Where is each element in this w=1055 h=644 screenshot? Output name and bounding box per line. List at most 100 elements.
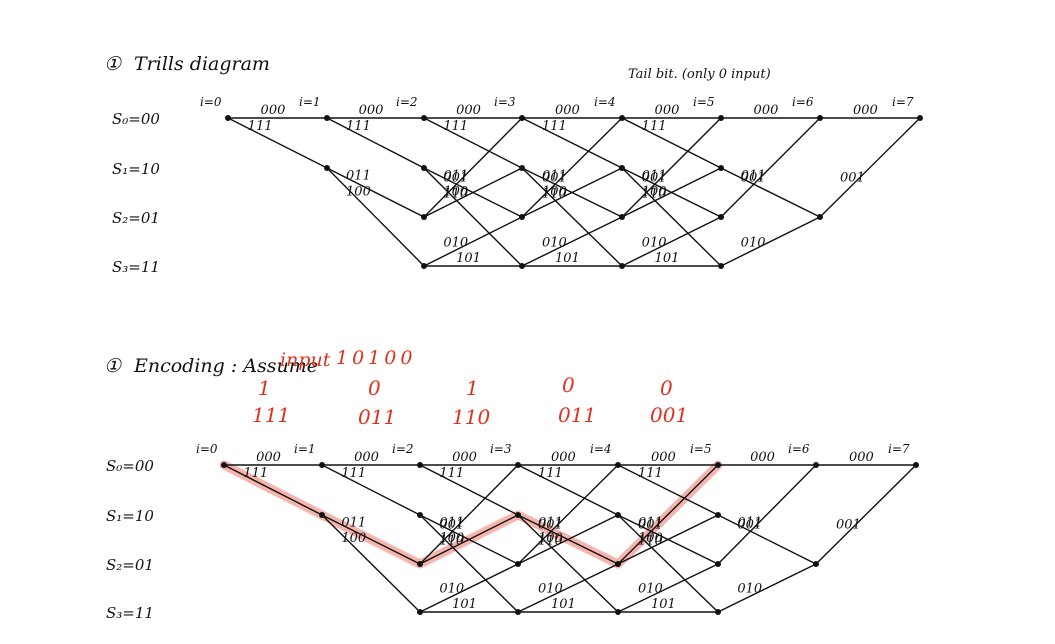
- trellis-edge: [617, 464, 719, 565]
- edge-label-s0_s1: 111: [538, 466, 563, 481]
- trellis-node: [619, 115, 625, 121]
- stage-label-1: i=1: [294, 442, 316, 456]
- edge-label-s3_s3: 101: [456, 251, 481, 266]
- input-bit-4: 0: [562, 373, 575, 397]
- trellis-node: [319, 462, 325, 468]
- stage-label-3: i=3: [494, 95, 516, 109]
- trellis-edge: [419, 514, 519, 613]
- trellis-edge: [517, 464, 619, 516]
- output-code-1: 111: [252, 403, 290, 427]
- section1-title: Trills diagram: [134, 53, 270, 75]
- trellis-edge: [517, 514, 619, 613]
- trellis-node: [417, 609, 423, 615]
- trellis-node: [917, 115, 923, 121]
- edge-label-s0_s1: 111: [542, 119, 567, 134]
- trellis-edge: [419, 464, 519, 516]
- edge-label-s1_s2: 011: [538, 516, 563, 531]
- edge-label-s2_s0: 001: [840, 170, 865, 185]
- edge-label-s0_s0: 000: [354, 450, 379, 465]
- edge-label-s1_s2: 011: [642, 169, 667, 184]
- trellis-node: [324, 165, 330, 171]
- edge-label-s1_s2: 011: [638, 516, 663, 531]
- trellis-edge: [517, 514, 619, 565]
- state-label-s0: S₀=00: [112, 110, 160, 128]
- trellis-edge: [419, 563, 519, 613]
- trellis-node: [619, 165, 625, 171]
- edge-label-s0_s0: 000: [456, 103, 481, 118]
- edge-label-s2_s0: 001: [638, 517, 663, 532]
- edge-label-s0_s1: 111: [638, 466, 663, 481]
- edge-label-s1_s3: 100: [346, 184, 371, 199]
- trellis-node: [715, 512, 721, 518]
- stage-label-3: i=3: [490, 442, 512, 456]
- edge-label-s0_s1: 111: [341, 466, 366, 481]
- trellis-edge: [223, 464, 323, 516]
- trellis-node: [319, 512, 325, 518]
- stage-label-7: i=7: [888, 442, 910, 456]
- edge-label-s1_s3: 100: [542, 184, 567, 199]
- trellis-node: [519, 115, 525, 121]
- stage-label-0: i=0: [196, 442, 218, 456]
- trellis-node: [619, 263, 625, 269]
- trellis-node: [515, 609, 521, 615]
- trellis-edge: [423, 216, 523, 267]
- state-label-s3: S₃=11: [106, 604, 154, 622]
- trellis-edge: [621, 216, 722, 267]
- trellis-node: [417, 512, 423, 518]
- trellis-node: [813, 561, 819, 567]
- edge-label-s2_s0: 001: [642, 170, 667, 185]
- output-code-2: 011: [358, 405, 396, 429]
- edge-label-s2_s1: 110: [542, 186, 567, 201]
- input-bit-1: 1: [258, 376, 271, 400]
- edge-label-s2_s1: 110: [439, 533, 464, 548]
- trellis-node: [718, 165, 724, 171]
- edge-label-s0_s0: 000: [256, 450, 281, 465]
- output-code-4: 011: [558, 403, 596, 427]
- edge-label-s2_s0: 001: [443, 170, 468, 185]
- trellis-edge: [521, 117, 623, 218]
- trellis-edge: [717, 464, 817, 565]
- stage-label-4: i=4: [590, 442, 612, 456]
- edge-label-s2_s0: 001: [836, 517, 861, 532]
- trellis-edge: [227, 117, 328, 169]
- trellis-node: [421, 165, 427, 171]
- trellis-edge: [621, 167, 722, 218]
- edge-label-s3_s2: 010: [443, 235, 468, 250]
- edge-label-s3_s2: 010: [542, 235, 567, 250]
- trellis-edge: [621, 117, 722, 169]
- trellis-edge: [419, 514, 519, 565]
- stage-label-4: i=4: [594, 95, 616, 109]
- encoding-annotations: 1 0 1 0 0 111 011 110 011 001: [252, 373, 688, 429]
- edge-label-s0_s0: 000: [750, 450, 775, 465]
- edge-label-s2_s0: 001: [542, 170, 567, 185]
- stage-label-5: i=5: [693, 95, 715, 109]
- trellis-edge: [521, 117, 623, 169]
- edge-label-s0_s0: 000: [555, 103, 580, 118]
- trellis-edge: [321, 464, 421, 516]
- edge-label-s1_s2: 011: [341, 516, 366, 531]
- input-bit-3: 1: [466, 376, 479, 400]
- trellis-edge: [326, 167, 425, 267]
- edge-label-s0_s1: 111: [642, 119, 667, 134]
- edge-label-s0_s1: 111: [443, 119, 468, 134]
- trellis-edge: [617, 464, 719, 516]
- edge-label-s0_s0: 000: [853, 103, 878, 118]
- input-bit-2: 0: [368, 376, 381, 400]
- section2-header: ① Encoding : Assume input 10100: [104, 347, 416, 377]
- edge-label-s0_s0: 000: [551, 450, 576, 465]
- trellis-node: [813, 462, 819, 468]
- trellis-node: [324, 115, 330, 121]
- state-label-s0: S₀=00: [106, 457, 154, 475]
- trellis-edge: [423, 167, 523, 267]
- stage-label-5: i=5: [690, 442, 712, 456]
- trellis-edge: [819, 117, 921, 218]
- trellis-edge: [517, 563, 619, 613]
- trellis-edge: [720, 117, 821, 218]
- trellis-edge: [720, 216, 821, 267]
- state-label-s2: S₂=01: [106, 556, 154, 574]
- edge-label-s0_s0: 000: [452, 450, 477, 465]
- trellis-edge: [521, 216, 623, 267]
- edge-label-s0_s1: 111: [439, 466, 464, 481]
- input-bits: 10100: [336, 347, 416, 369]
- trellis-node: [615, 512, 621, 518]
